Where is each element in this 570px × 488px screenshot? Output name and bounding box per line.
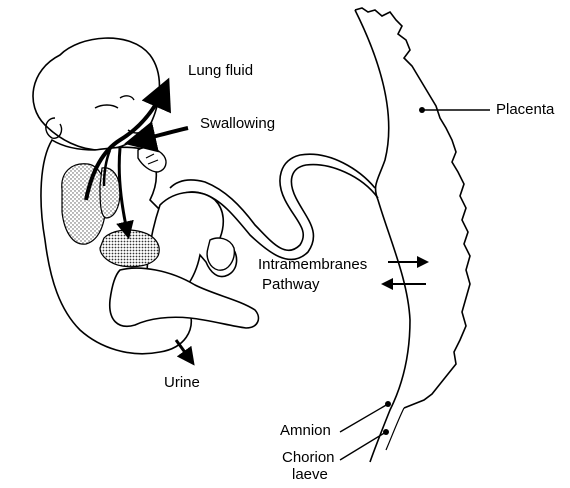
label-chorion: Chorion — [282, 449, 335, 466]
lung — [62, 164, 106, 244]
label-swallowing: Swallowing — [200, 115, 275, 132]
chorion-pointer — [340, 432, 386, 460]
label-lung-fluid: Lung fluid — [188, 62, 253, 79]
label-amnion: Amnion — [280, 422, 331, 439]
label-pathway: Pathway — [262, 276, 320, 293]
label-urine: Urine — [164, 374, 200, 391]
label-placenta: Placenta — [496, 101, 554, 118]
label-intramembranes: Intramembranes — [258, 256, 367, 273]
amnion-line — [355, 10, 410, 462]
fetus-head — [33, 38, 159, 150]
amnion-pointer — [340, 404, 388, 432]
gut — [100, 230, 159, 267]
placenta — [355, 8, 470, 408]
label-laeve: laeve — [292, 466, 328, 483]
urine-arrow — [176, 340, 192, 362]
